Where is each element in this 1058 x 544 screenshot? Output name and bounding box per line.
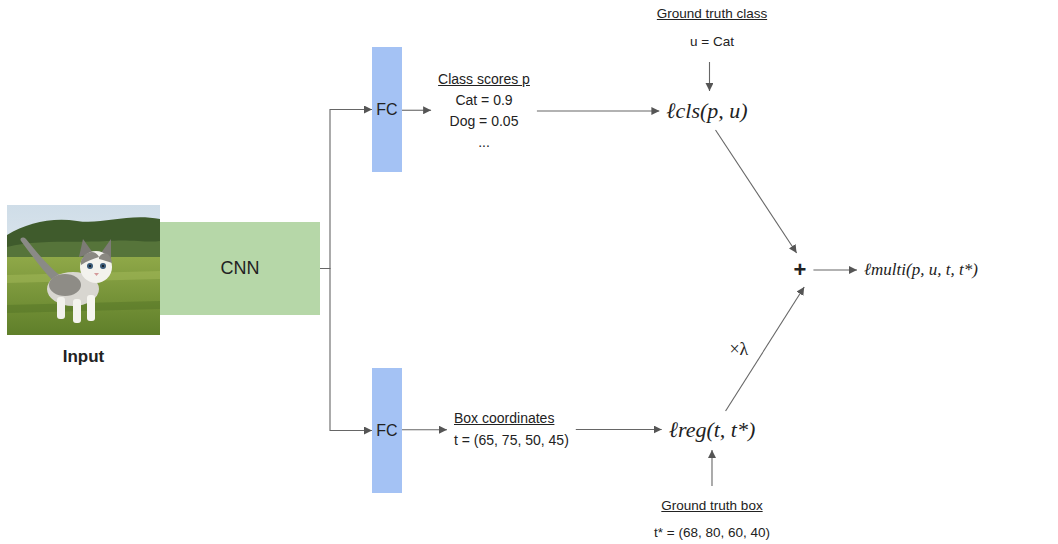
- regression-loss: ℓreg(t, t*): [667, 415, 758, 445]
- node-text: Ground truth box: [654, 492, 770, 519]
- flow-arrow: [709, 62, 710, 91]
- flow-arrow: [320, 110, 372, 269]
- flow-arrow: [320, 269, 372, 431]
- classification-loss: ℓcls(p, u): [664, 96, 749, 126]
- node-text: Ground truth class: [657, 0, 767, 28]
- node-text: CNN: [221, 257, 260, 280]
- box-coordinates: Box coordinatest = (65, 75, 50, 45): [452, 406, 571, 452]
- node-text: Class scores p: [438, 69, 530, 90]
- node-text: FC: [376, 421, 397, 441]
- edge-label: ×λ: [727, 339, 750, 360]
- flow-arrow: [726, 287, 805, 411]
- node-text: ℓcls(p, u): [666, 97, 747, 125]
- input-image: Input: [7, 205, 160, 367]
- fc-layer-box: FC: [372, 47, 402, 172]
- multitask-loss: ℓmulti(p, u, t, t*): [862, 257, 980, 283]
- flow-arrow: [711, 450, 712, 486]
- node-text: ℓmulti(p, u, t, t*): [864, 258, 978, 282]
- node-detail-text: Dog = 0.05: [438, 111, 530, 132]
- flow-arrow: [402, 429, 447, 430]
- ground-truth-box: Ground truth boxt* = (68, 80, 60, 40): [652, 491, 772, 544]
- node-detail-text: t* = (68, 80, 60, 40): [654, 519, 770, 544]
- node-text: Box coordinates: [454, 407, 569, 429]
- flow-arrow: [537, 110, 659, 111]
- flow-arrow: [576, 429, 662, 430]
- kitten-photo: [7, 205, 160, 335]
- class-scores: Class scores pCat = 0.9Dog = 0.05...: [436, 68, 532, 154]
- node-text: +: [794, 258, 807, 282]
- flow-arrow: [716, 130, 797, 253]
- cnn-box: CNN: [160, 222, 320, 315]
- fc-layer-box: FC: [372, 368, 402, 493]
- node-text: ℓreg(t, t*): [669, 416, 756, 444]
- node-detail-text: Cat = 0.9: [438, 90, 530, 111]
- flow-arrow: [402, 110, 431, 111]
- node-text: FC: [376, 100, 397, 120]
- node-text: Input: [7, 346, 160, 367]
- ground-truth-class: Ground truth classu = Cat: [655, 0, 769, 57]
- sum-operator: +: [792, 257, 809, 283]
- node-detail-text: u = Cat: [657, 28, 767, 56]
- node-detail-text: ...: [438, 132, 530, 153]
- flow-arrow: [813, 269, 857, 270]
- node-detail-text: t = (65, 75, 50, 45): [454, 429, 569, 451]
